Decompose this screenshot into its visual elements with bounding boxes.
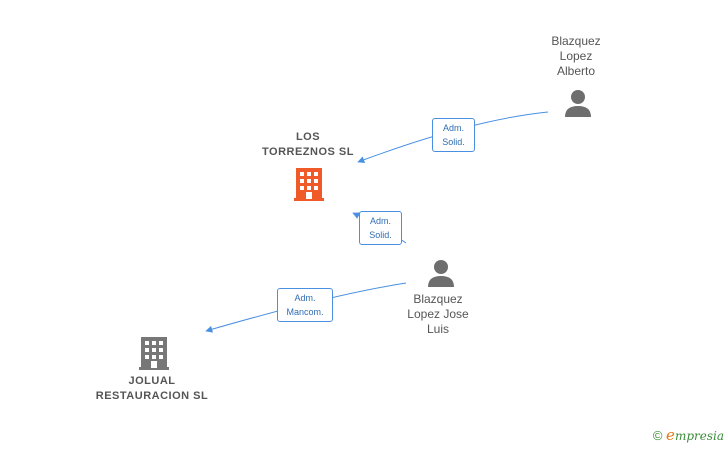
person-icon[interactable] [428,260,454,287]
copyright-symbol: © [652,428,663,443]
label-line: Lopez Jose [407,307,469,321]
label-line: TORREZNOS SL [262,146,354,158]
brand-initial: e [666,426,675,444]
edge-label-alberto-torreznos[interactable]: Adm. Solid. [432,118,475,152]
edge-label-line: Adm. [442,123,464,133]
label-line: Luis [426,322,449,336]
label-line: Alberto [556,64,596,78]
edge-label-line: Solid. [442,137,465,147]
company-label-jolual[interactable]: JOLUAL RESTAURACION SL [82,374,222,404]
edge-label-joseluis-jolual[interactable]: Adm. Mancom. [277,288,333,322]
label-line: Lopez [559,49,593,63]
label-line: RESTAURACION SL [95,390,209,402]
building-icon[interactable] [294,168,324,201]
edge-label-line: Adm. [294,293,316,303]
person-label-jose-luis[interactable]: Blazquez Lopez Jose Luis [390,292,486,337]
person-label-alberto[interactable]: Blazquez Lopez Alberto [528,34,624,79]
label-line: Blazquez [551,34,601,48]
building-icon[interactable] [139,337,169,370]
edge-label-line: Solid. [369,230,392,240]
edge-label-line: Mancom. [286,307,324,317]
edge-label-joseluis-torreznos[interactable]: Adm. Solid. [359,211,402,245]
label-line: Blazquez [413,292,463,306]
brand-watermark: © empresia [653,426,724,444]
company-label-torreznos[interactable]: LOS TORREZNOS SL [240,130,376,160]
edge-label-line: Adm. [369,216,391,226]
label-line: LOS [295,131,321,143]
brand-name: mpresia [674,429,724,443]
person-icon[interactable] [565,90,591,117]
label-line: JOLUAL [128,375,176,387]
